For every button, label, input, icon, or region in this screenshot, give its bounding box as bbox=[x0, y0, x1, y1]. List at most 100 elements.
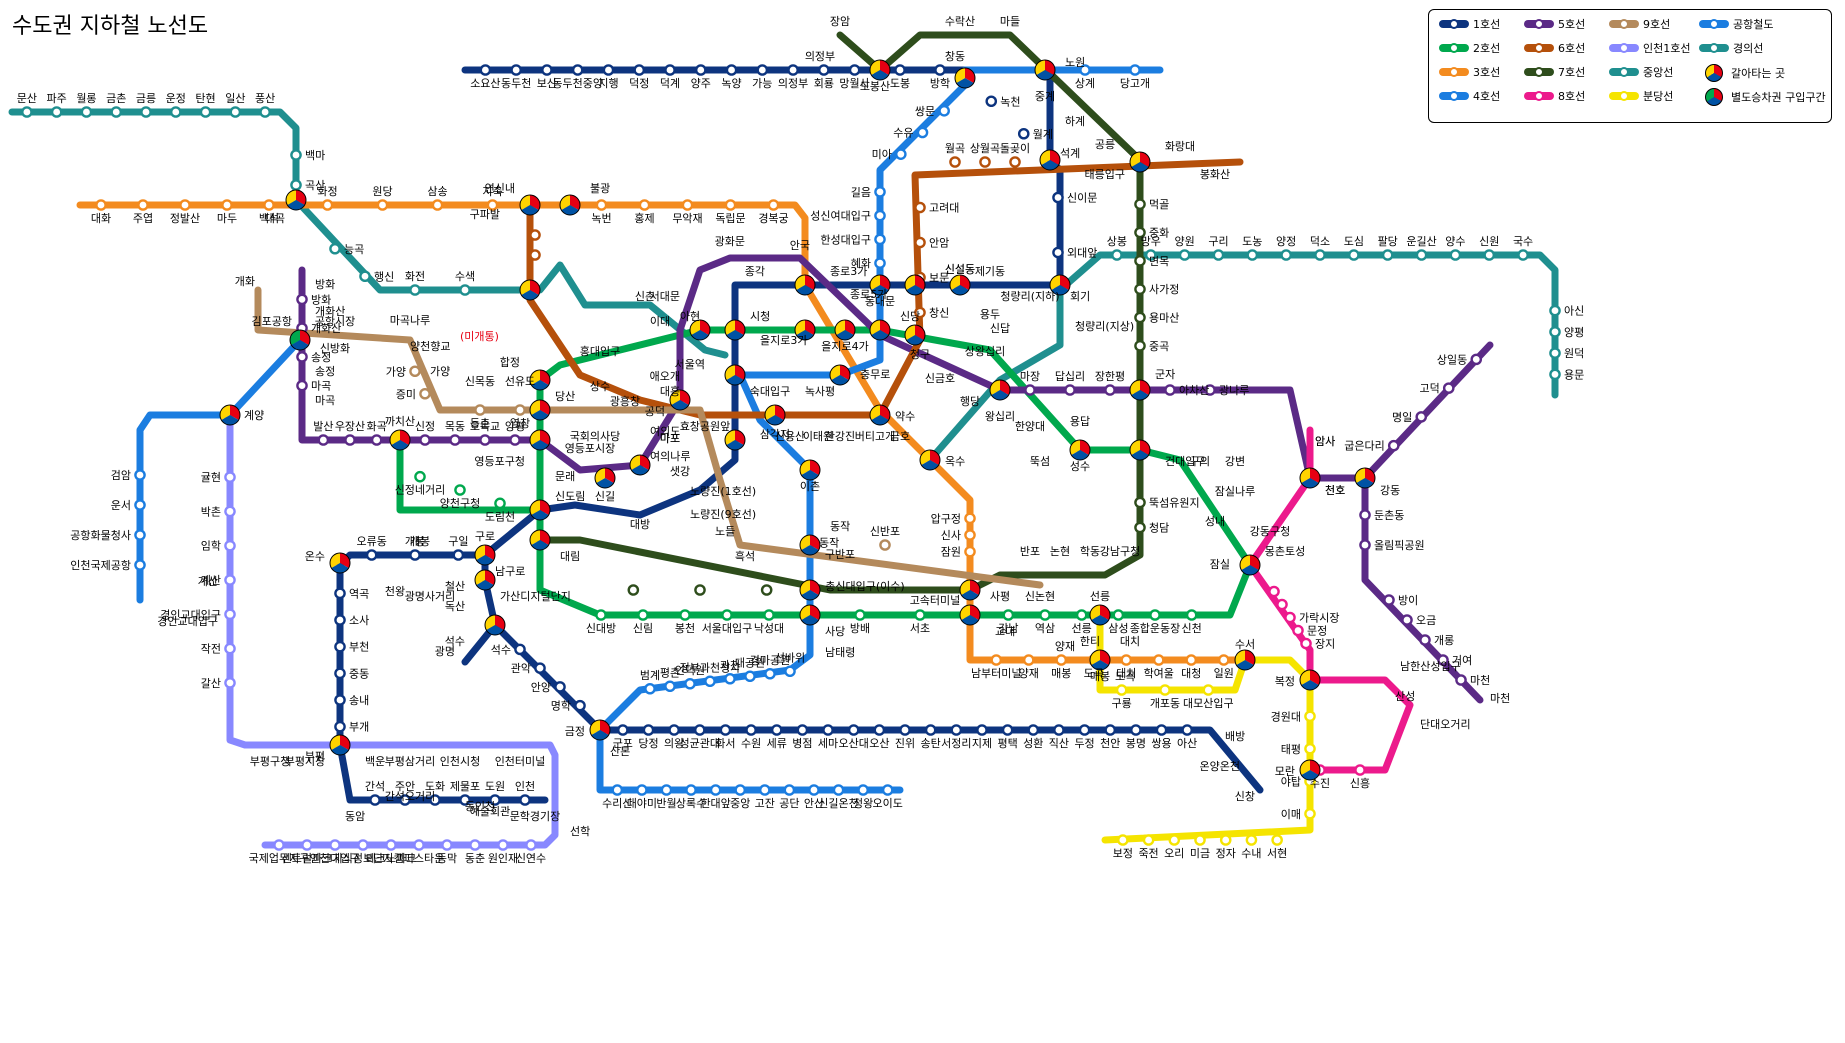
station-stop[interactable] bbox=[1052, 191, 1064, 204]
station-stop[interactable] bbox=[110, 106, 123, 118]
station-stop[interactable] bbox=[1017, 127, 1030, 140]
station-stop[interactable] bbox=[134, 499, 146, 511]
transfer-icon[interactable] bbox=[1049, 274, 1071, 296]
station-stop[interactable] bbox=[744, 670, 756, 683]
station-stop[interactable] bbox=[1152, 654, 1165, 666]
station-stop[interactable] bbox=[431, 199, 444, 211]
station-stop[interactable] bbox=[1168, 834, 1181, 846]
station-stop[interactable] bbox=[519, 794, 531, 806]
station-stop[interactable] bbox=[745, 724, 757, 736]
station-stop[interactable] bbox=[259, 106, 271, 118]
station-stop[interactable] bbox=[1419, 634, 1431, 646]
station-stop[interactable] bbox=[399, 794, 411, 806]
transfer-icon[interactable] bbox=[559, 194, 581, 216]
station-stop[interactable] bbox=[1129, 64, 1141, 76]
station-stop[interactable] bbox=[290, 149, 302, 161]
station-stop[interactable] bbox=[694, 584, 706, 596]
station-stop[interactable] bbox=[179, 199, 191, 211]
station-stop[interactable] bbox=[1470, 353, 1483, 366]
station-stop[interactable] bbox=[1075, 609, 1088, 621]
station-stop[interactable] bbox=[1134, 496, 1146, 509]
transfer-icon[interactable] bbox=[1069, 439, 1091, 461]
station-stop[interactable] bbox=[1415, 249, 1428, 261]
station-stop[interactable] bbox=[914, 609, 926, 621]
station-stop[interactable] bbox=[644, 682, 656, 695]
station-stop[interactable] bbox=[290, 179, 302, 191]
station-stop[interactable] bbox=[756, 64, 769, 76]
station-stop[interactable] bbox=[409, 284, 421, 296]
station-stop[interactable] bbox=[1009, 156, 1021, 168]
station-stop[interactable] bbox=[818, 64, 830, 76]
station-stop[interactable] bbox=[679, 609, 691, 621]
transfer-icon[interactable] bbox=[834, 319, 856, 341]
transfer-icon[interactable] bbox=[289, 329, 311, 351]
station-stop[interactable] bbox=[376, 199, 389, 211]
station-stop[interactable] bbox=[329, 839, 341, 851]
station-stop[interactable] bbox=[1245, 834, 1258, 846]
transfer-icon[interactable] bbox=[989, 379, 1011, 401]
station-stop[interactable] bbox=[924, 724, 937, 736]
station-stop[interactable] bbox=[494, 497, 506, 510]
station-stop[interactable] bbox=[914, 236, 926, 249]
station-stop[interactable] bbox=[1304, 742, 1316, 755]
station-stop[interactable] bbox=[273, 839, 285, 851]
transfer-icon[interactable] bbox=[799, 534, 821, 556]
station-stop[interactable] bbox=[263, 199, 275, 211]
station-stop[interactable] bbox=[449, 434, 461, 446]
station-stop[interactable] bbox=[134, 469, 146, 481]
transfer-icon[interactable] bbox=[904, 274, 926, 296]
station-stop[interactable] bbox=[413, 839, 425, 851]
station-stop[interactable] bbox=[1120, 654, 1133, 666]
station-stop[interactable] bbox=[1449, 249, 1462, 261]
station-stop[interactable] bbox=[321, 199, 334, 211]
station-stop[interactable] bbox=[894, 64, 906, 76]
station-stop[interactable] bbox=[50, 106, 63, 118]
station-stop[interactable] bbox=[334, 720, 346, 733]
station-stop[interactable] bbox=[638, 199, 651, 211]
transfer-icon[interactable] bbox=[1039, 149, 1061, 171]
station-stop[interactable] bbox=[719, 724, 732, 736]
station-stop[interactable] bbox=[357, 839, 369, 851]
transfer-icon[interactable] bbox=[285, 189, 307, 211]
transfer-icon[interactable] bbox=[869, 319, 891, 341]
transfer-icon[interactable] bbox=[954, 67, 976, 89]
transfer-icon[interactable] bbox=[484, 614, 506, 636]
transfer-icon[interactable] bbox=[219, 404, 241, 426]
transfer-icon[interactable] bbox=[1299, 669, 1321, 691]
station-stop[interactable] bbox=[783, 784, 796, 796]
station-stop[interactable] bbox=[140, 106, 152, 118]
transfer-icon[interactable] bbox=[689, 319, 711, 341]
station-stop[interactable] bbox=[787, 64, 799, 76]
station-stop[interactable] bbox=[693, 724, 706, 736]
station-stop[interactable] bbox=[1354, 764, 1366, 776]
station-stop[interactable] bbox=[525, 839, 537, 851]
station-stop[interactable] bbox=[296, 379, 308, 392]
station-stop[interactable] bbox=[796, 724, 809, 736]
station-stop[interactable] bbox=[224, 642, 236, 655]
station-stop[interactable] bbox=[1246, 249, 1259, 261]
station-stop[interactable] bbox=[1437, 654, 1449, 666]
station-stop[interactable] bbox=[409, 365, 421, 378]
station-stop[interactable] bbox=[964, 512, 976, 525]
station-stop[interactable] bbox=[1022, 654, 1035, 666]
station-stop[interactable] bbox=[668, 724, 680, 736]
station-stop[interactable] bbox=[611, 784, 624, 796]
station-stop[interactable] bbox=[199, 106, 212, 118]
station-stop[interactable] bbox=[764, 667, 776, 680]
station-stop[interactable] bbox=[137, 199, 149, 211]
station-stop[interactable] bbox=[1271, 834, 1283, 846]
station-stop[interactable] bbox=[874, 186, 886, 198]
station-stop[interactable] bbox=[224, 505, 236, 518]
station-stop[interactable] bbox=[1194, 834, 1206, 846]
station-stop[interactable] bbox=[684, 677, 696, 690]
transfer-icon[interactable] bbox=[1354, 467, 1376, 489]
transfer-icon[interactable] bbox=[829, 364, 851, 386]
station-stop[interactable] bbox=[334, 640, 346, 653]
station-stop[interactable] bbox=[1314, 249, 1326, 261]
station-stop[interactable] bbox=[636, 784, 648, 796]
transfer-icon[interactable] bbox=[724, 429, 746, 451]
station-stop[interactable] bbox=[1304, 807, 1316, 820]
station-stop[interactable] bbox=[370, 434, 383, 446]
station-stop[interactable] bbox=[224, 471, 236, 483]
station-stop[interactable] bbox=[637, 609, 649, 621]
